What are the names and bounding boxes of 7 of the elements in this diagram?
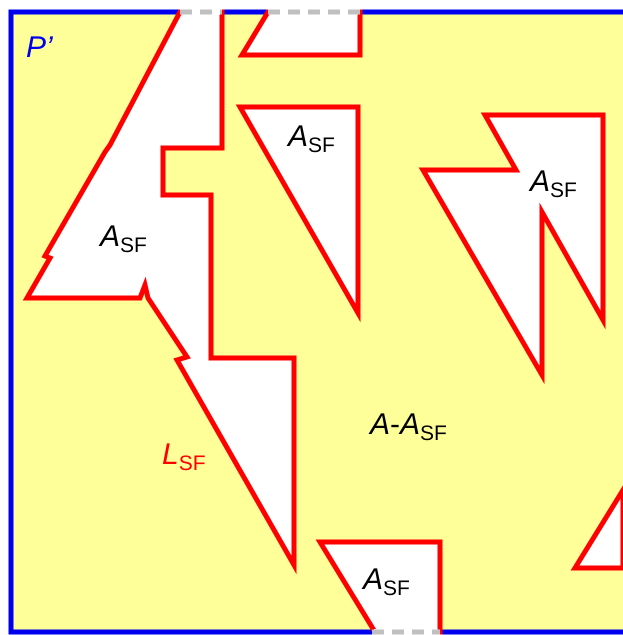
perimeter-label: L$_{SF}$: [162, 440, 206, 474]
area-label: A$_{SF}$: [288, 122, 335, 156]
area-label: A$_{SF}$: [363, 565, 410, 599]
area-label: A-A$_{SF}$: [370, 410, 447, 444]
area-label: A$_{SF}$: [530, 167, 577, 201]
frame-label: P’: [26, 33, 53, 63]
area-label: A$_{SF}$: [100, 222, 147, 256]
